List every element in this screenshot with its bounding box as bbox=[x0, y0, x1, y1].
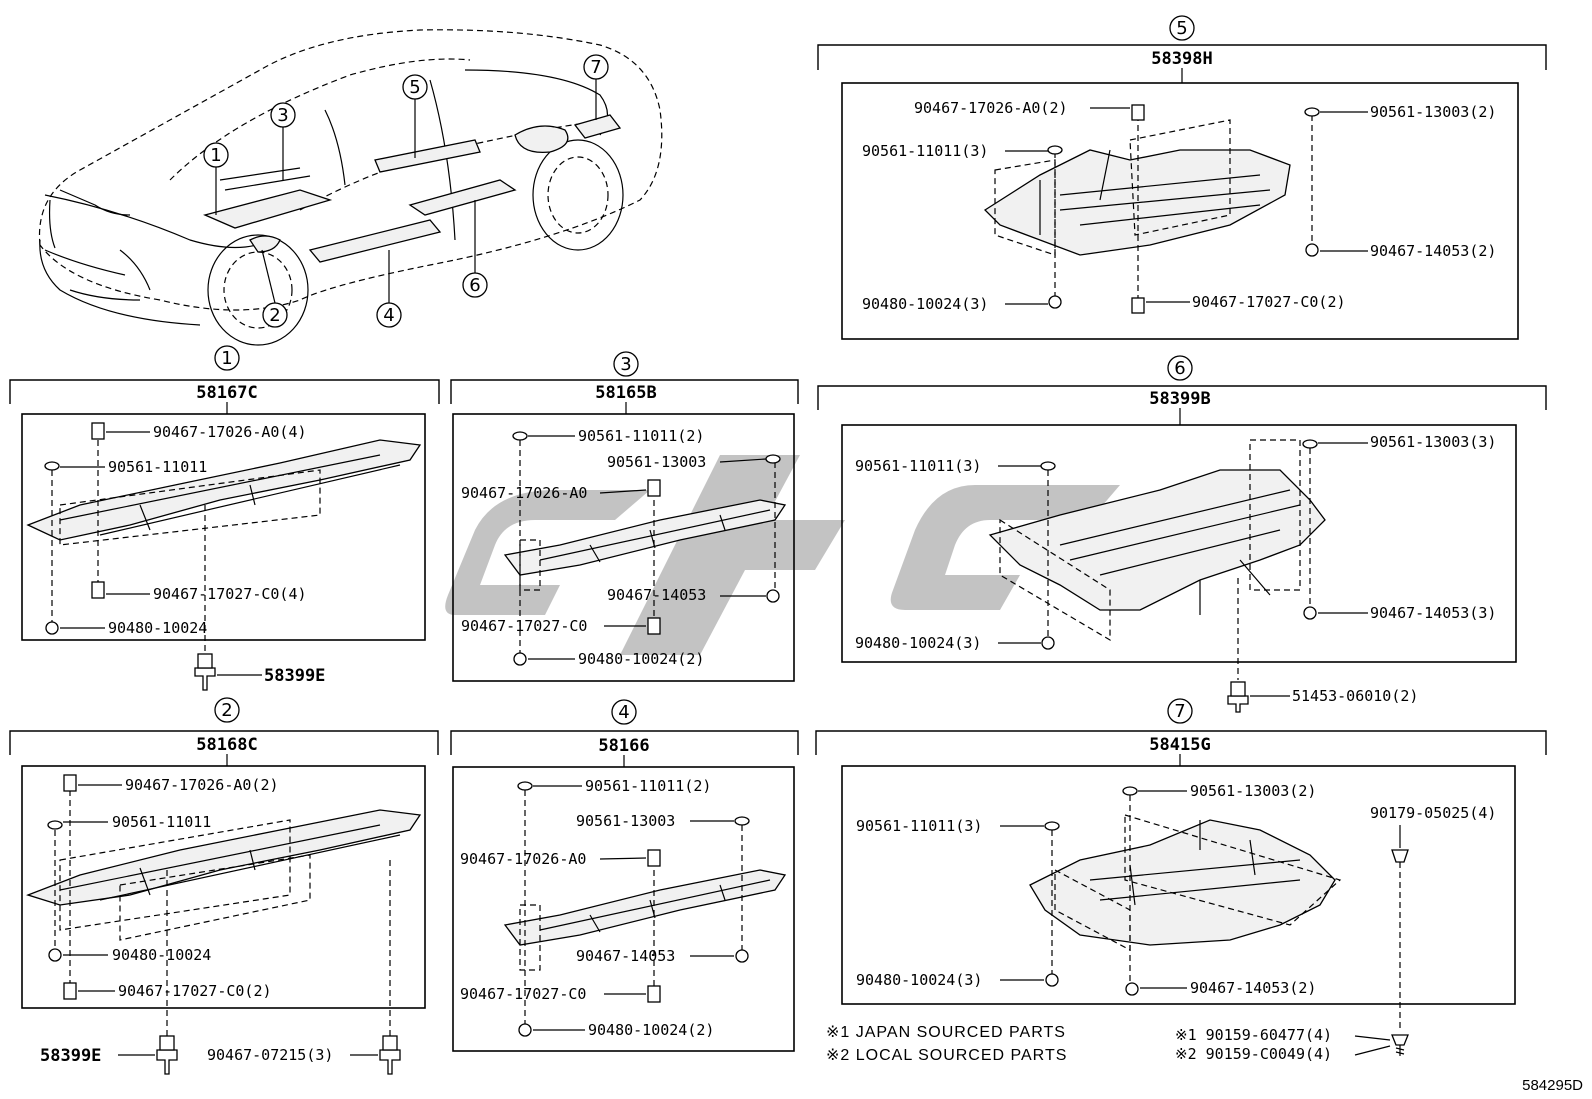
label-90467-14053-2-b: 90467-14053(2) bbox=[1190, 979, 1316, 997]
label-90467-14053-3: 90467-14053(3) bbox=[1370, 604, 1496, 622]
callout-1: 1 bbox=[203, 142, 229, 168]
section-2: 2 58168C 90467-17026-A0(2) 90561-11011 9… bbox=[9, 697, 439, 1075]
section-6-code: 58399B bbox=[1149, 389, 1210, 409]
label-90467-17026-A0-2-b: 90467-17026-A0(2) bbox=[125, 776, 279, 794]
outside-90467-07215-3: 90467-07215(3) bbox=[207, 1046, 333, 1064]
label-90480-10024-2: 90480-10024(2) bbox=[578, 650, 704, 668]
section-2-index: 2 bbox=[221, 700, 232, 721]
section-1-code: 58167C bbox=[196, 383, 257, 403]
outside-local-screw: ※2 90159-C0049(4) bbox=[1175, 1045, 1332, 1063]
section-5: 5 58398H 90467-17026-A0(2) 90561-13003(2… bbox=[817, 15, 1547, 340]
callout-2: 2 bbox=[262, 302, 288, 328]
label-90561-13003-3: 90561-13003(3) bbox=[1370, 433, 1496, 451]
label-90179-05025-4: 90179-05025(4) bbox=[1370, 804, 1496, 822]
outside-58399E-b: 58399E bbox=[40, 1046, 101, 1066]
label-90467-14053: 90467-14053 bbox=[607, 586, 706, 604]
section-7-code: 58415G bbox=[1149, 735, 1210, 755]
section-2-code: 58168C bbox=[196, 735, 257, 755]
svg-text:7: 7 bbox=[590, 57, 601, 78]
label-90480-10024: 90480-10024 bbox=[108, 619, 207, 637]
label-90467-14053-2: 90467-14053(2) bbox=[1370, 242, 1496, 260]
label-90561-11011-b: 90561-11011 bbox=[112, 813, 211, 831]
label-90561-11011-3-c: 90561-11011(3) bbox=[856, 817, 982, 835]
note-local-sourced: ※2 LOCAL SOURCED PARTS bbox=[826, 1047, 1067, 1064]
label-90480-10024-2-b: 90480-10024(2) bbox=[588, 1021, 714, 1039]
outside-51453-06010-2: 51453-06010(2) bbox=[1292, 687, 1418, 705]
section-4-code: 58166 bbox=[598, 736, 649, 756]
car-overview bbox=[38, 29, 663, 346]
label-90480-10024-3-c: 90480-10024(3) bbox=[856, 971, 982, 989]
doc-reference: 584295D bbox=[1522, 1077, 1583, 1094]
callout-3: 3 bbox=[270, 102, 296, 128]
section-5-code: 58398H bbox=[1151, 49, 1212, 69]
section-3-index: 3 bbox=[620, 354, 631, 375]
section-5-index: 5 bbox=[1176, 18, 1187, 39]
outside-58399E-a: 58399E bbox=[264, 666, 325, 686]
label-90467-17026-A0: 90467-17026-A0 bbox=[461, 484, 587, 502]
notes: ※1 JAPAN SOURCED PARTS ※2 LOCAL SOURCED … bbox=[826, 1024, 1067, 1064]
svg-text:4: 4 bbox=[383, 305, 394, 326]
label-90561-13003-2-b: 90561-13003(2) bbox=[1190, 782, 1316, 800]
svg-text:6: 6 bbox=[469, 275, 480, 296]
label-90467-17027-C0-2-b: 90467-17027-C0(2) bbox=[118, 982, 272, 1000]
callout-7: 7 bbox=[583, 54, 609, 80]
label-90561-11011: 90561-11011 bbox=[108, 458, 207, 476]
section-4-index: 4 bbox=[618, 702, 629, 723]
svg-text:5: 5 bbox=[409, 77, 420, 98]
label-90467-17026-A0-4: 90467-17026-A0(4) bbox=[153, 423, 307, 441]
label-90467-17027-C0-b: 90467-17027-C0 bbox=[460, 985, 586, 1003]
callout-6: 6 bbox=[462, 272, 488, 298]
label-90561-13003-b: 90561-13003 bbox=[576, 812, 675, 830]
label-90561-11011-3: 90561-11011(3) bbox=[862, 142, 988, 160]
label-90561-11011-2: 90561-11011(2) bbox=[578, 427, 704, 445]
svg-text:2: 2 bbox=[269, 305, 280, 326]
svg-text:3: 3 bbox=[277, 105, 288, 126]
label-90467-14053-b: 90467-14053 bbox=[576, 947, 675, 965]
note-japan-sourced: ※1 JAPAN SOURCED PARTS bbox=[826, 1024, 1066, 1041]
section-4: 4 58166 90561-11011(2) 90561-13003 90467… bbox=[450, 699, 799, 1052]
label-90561-11011-3-b: 90561-11011(3) bbox=[855, 457, 981, 475]
label-90467-17026-A0-2: 90467-17026-A0(2) bbox=[914, 99, 1068, 117]
label-90467-17027-C0: 90467-17027-C0 bbox=[461, 617, 587, 635]
section-1: 1 58167C 90467-17026-A0(4) 90561-11011 9… bbox=[9, 345, 440, 691]
section-3: 3 58165B 90561-11011(2) 90561-13003 9046… bbox=[450, 351, 799, 682]
label-90561-13003: 90561-13003 bbox=[607, 453, 706, 471]
label-90480-10024-3-b: 90480-10024(3) bbox=[855, 634, 981, 652]
section-7: 7 58415G 90561-13003(2) 90179-05025(4) 9… bbox=[815, 698, 1547, 1063]
label-90467-17027-C0-4: 90467-17027-C0(4) bbox=[153, 585, 307, 603]
section-1-index: 1 bbox=[221, 348, 232, 369]
label-90467-17027-C0-2: 90467-17027-C0(2) bbox=[1192, 293, 1346, 311]
label-90561-13003-2: 90561-13003(2) bbox=[1370, 103, 1496, 121]
callout-5: 5 bbox=[402, 74, 428, 100]
label-90480-10024-b: 90480-10024 bbox=[112, 946, 211, 964]
outside-japan-screw: ※1 90159-60477(4) bbox=[1175, 1026, 1332, 1044]
section-7-index: 7 bbox=[1174, 701, 1185, 722]
section-6: 6 58399B 90561-11011(3) 90561-13003(3) 9… bbox=[817, 355, 1547, 713]
label-90467-17026-A0-b: 90467-17026-A0 bbox=[460, 850, 586, 868]
section-6-index: 6 bbox=[1174, 358, 1185, 379]
overview-callouts: 1 2 3 4 5 6 7 bbox=[203, 54, 609, 328]
svg-text:1: 1 bbox=[210, 145, 221, 166]
section-3-code: 58165B bbox=[595, 383, 656, 403]
label-90480-10024-3: 90480-10024(3) bbox=[862, 295, 988, 313]
callout-4: 4 bbox=[376, 302, 402, 328]
label-90561-11011-2-b: 90561-11011(2) bbox=[585, 777, 711, 795]
